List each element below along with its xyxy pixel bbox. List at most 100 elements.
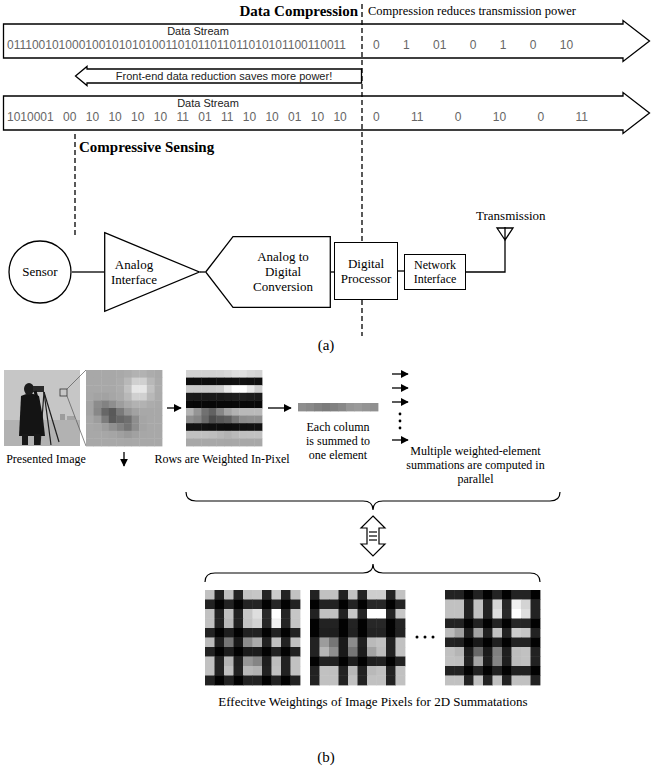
weighting-pattern	[205, 590, 300, 685]
weighted-pixel	[281, 666, 291, 676]
weighted-pixel	[209, 423, 217, 431]
weighted-pixel	[377, 638, 387, 648]
weighted-pixel	[216, 438, 224, 446]
weighted-pixel	[254, 378, 262, 386]
curly-brace	[205, 564, 540, 582]
weighted-pixel	[493, 609, 503, 619]
weighted-pixel	[239, 370, 247, 378]
weighted-pixel	[396, 590, 406, 600]
weighted-pixel	[310, 666, 320, 676]
image-pixel	[124, 438, 132, 446]
weighted-pixel	[224, 393, 232, 401]
image-pixel	[154, 370, 162, 378]
weighted-pixel	[253, 638, 263, 648]
bit-stream: 0 1 01 0 1 0 10	[373, 38, 573, 52]
image-pixel	[124, 416, 132, 424]
weighted-pixel	[209, 370, 217, 378]
weighted-pixel	[531, 638, 541, 648]
weighted-pixel	[329, 590, 339, 600]
weighted-pixel	[320, 619, 330, 629]
weighted-pixel	[339, 609, 349, 619]
weighted-pixel	[186, 408, 194, 416]
weighted-pixel	[291, 590, 301, 600]
weighted-pixel	[272, 647, 282, 657]
weighted-pixel	[348, 657, 358, 667]
image-pixel	[101, 385, 109, 393]
weighted-pixel	[186, 423, 194, 431]
weighted-pixel	[186, 378, 194, 386]
weighted-pixel	[329, 657, 339, 667]
weighted-pixel	[243, 657, 253, 667]
weighted-pixel	[194, 416, 202, 424]
weighted-pixel	[483, 619, 493, 629]
image-pixel	[124, 378, 132, 386]
bit-stream: 0111001010001001010101001101011011011010…	[7, 38, 346, 52]
weighted-pixel	[521, 600, 531, 610]
weighted-pixel	[224, 416, 232, 424]
weighted-pixel	[512, 600, 522, 610]
image-pixel	[101, 408, 109, 416]
weighted-pixel	[254, 370, 262, 378]
weighted-pixel	[205, 590, 215, 600]
weighted-pixel	[253, 628, 263, 638]
weighted-pixel	[386, 657, 396, 667]
weighted-pixel	[445, 590, 455, 600]
weighted-pixel	[224, 628, 234, 638]
weighted-pixel	[216, 385, 224, 393]
dashed-divider	[361, 4, 362, 242]
weighted-pixel	[224, 370, 232, 378]
weighted-pixel	[232, 438, 240, 446]
weighted-pixel	[209, 393, 217, 401]
weighted-pixel	[512, 666, 522, 676]
weighted-pixel	[232, 378, 240, 386]
weighted-pixel	[474, 676, 484, 686]
weighted-pixel	[239, 378, 247, 386]
image-pixel	[86, 400, 94, 408]
weighted-pixel	[377, 590, 387, 600]
weighted-pixel	[291, 657, 301, 667]
weighted-pixel	[194, 408, 202, 416]
row-weighted-patch	[186, 370, 262, 446]
weighted-pixel	[243, 600, 253, 610]
weighted-pixel	[455, 666, 465, 676]
weighted-pixel	[386, 600, 396, 610]
photo-head	[24, 383, 34, 395]
data-reduction-arrow: Front-end data reduction saves more powe…	[75, 66, 362, 86]
image-pixel	[94, 438, 102, 446]
text-slot: Analog Interface	[107, 257, 161, 287]
weighted-pixel	[254, 431, 262, 439]
weighted-pixel	[224, 400, 232, 408]
image-pixel	[147, 385, 155, 393]
antenna-wire	[466, 240, 505, 272]
adc-block: Analog to Digital Conversion	[205, 236, 331, 308]
weighted-pixel	[386, 676, 396, 686]
interface-box: Network Interface	[404, 254, 466, 291]
weighted-pixel	[253, 600, 263, 610]
weighted-pixel	[243, 590, 253, 600]
weighted-pixel	[329, 600, 339, 610]
weighted-pixel	[243, 666, 253, 676]
weighted-pixel	[396, 619, 406, 629]
zoom-region	[60, 389, 67, 396]
weighted-pixel	[247, 370, 255, 378]
weighted-pixel	[358, 657, 368, 667]
weighted-pixel	[224, 619, 234, 629]
image-pixel	[86, 378, 94, 386]
weighted-pixel	[502, 638, 512, 648]
weighted-pixel	[358, 676, 368, 686]
weighted-pixel	[201, 431, 209, 439]
sum-element	[362, 403, 370, 411]
image-pixel	[154, 400, 162, 408]
weighted-pixel	[493, 600, 503, 610]
analog-interface-triangle: Analog Interface	[104, 232, 200, 312]
weighted-pixel	[531, 619, 541, 629]
image-pixel	[109, 385, 117, 393]
text-slot: Sensor	[10, 264, 70, 280]
weighted-pixel	[201, 408, 209, 416]
image-pixel	[86, 423, 94, 431]
weighted-pixel	[186, 431, 194, 439]
weighted-pixel	[531, 657, 541, 667]
weighted-pixel	[272, 666, 282, 676]
weighted-pixel	[339, 619, 349, 629]
weighted-pixel	[186, 385, 194, 393]
